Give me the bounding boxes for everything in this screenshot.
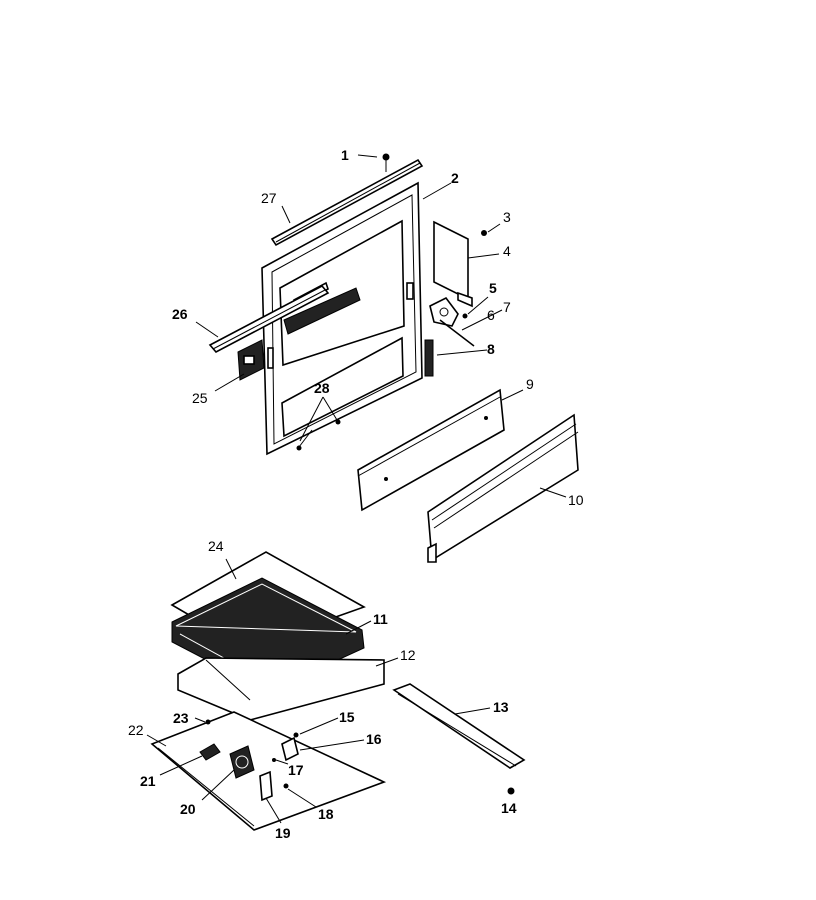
callout-1: 1 <box>341 147 349 163</box>
callout-11: 11 <box>373 611 388 627</box>
part-1-screw <box>382 153 390 172</box>
callout-24: 24 <box>208 538 224 554</box>
callout-17: 17 <box>288 762 304 778</box>
part-25-latch <box>237 339 265 381</box>
callout-20: 20 <box>180 801 196 817</box>
callout-25: 25 <box>192 390 208 406</box>
part-8-hinge-spring <box>424 339 434 377</box>
callout-5: 5 <box>489 280 497 296</box>
callout-23: 23 <box>173 710 189 726</box>
part-23-screw <box>205 719 211 725</box>
part-9-lower-panel <box>357 388 505 512</box>
part-27-top-trim <box>270 158 424 247</box>
callout-4: 4 <box>503 243 511 259</box>
part-13-rail <box>392 683 526 769</box>
callout-21: 21 <box>140 773 156 789</box>
part-3-screw <box>481 230 487 236</box>
callout-10: 10 <box>568 492 584 508</box>
part-26-side-rail <box>208 284 330 354</box>
leader-lines <box>146 154 567 824</box>
part-14-foot <box>507 787 515 795</box>
callout-15: 15 <box>339 709 355 725</box>
part-15-to-19-components <box>259 732 299 802</box>
callout-19: 19 <box>275 825 291 841</box>
callout-16: 16 <box>366 731 382 747</box>
callout-12: 12 <box>400 647 416 663</box>
callout-27: 27 <box>261 190 277 206</box>
callout-14: 14 <box>501 800 517 816</box>
callout-28: 28 <box>314 380 330 396</box>
callout-3: 3 <box>503 209 511 225</box>
callout-8: 8 <box>487 341 495 357</box>
part-10-kick-panel <box>427 413 579 563</box>
part-12-tray <box>177 657 385 721</box>
callout-18: 18 <box>318 806 334 822</box>
part-5-6-7-hinge <box>429 296 475 347</box>
part-4-bracket <box>433 220 473 308</box>
part-2-door-frame <box>261 181 423 456</box>
callout-7: 7 <box>503 299 511 315</box>
callout-labels: 1 2 3 4 5 6 7 8 9 10 11 12 13 14 15 16 1… <box>128 147 584 841</box>
callout-6: 6 <box>487 307 495 323</box>
callout-9: 9 <box>526 376 534 392</box>
part-21-switch <box>199 743 221 761</box>
callout-2: 2 <box>451 170 459 186</box>
callout-26: 26 <box>172 306 188 322</box>
callout-22: 22 <box>128 722 144 738</box>
callout-13: 13 <box>493 699 509 715</box>
